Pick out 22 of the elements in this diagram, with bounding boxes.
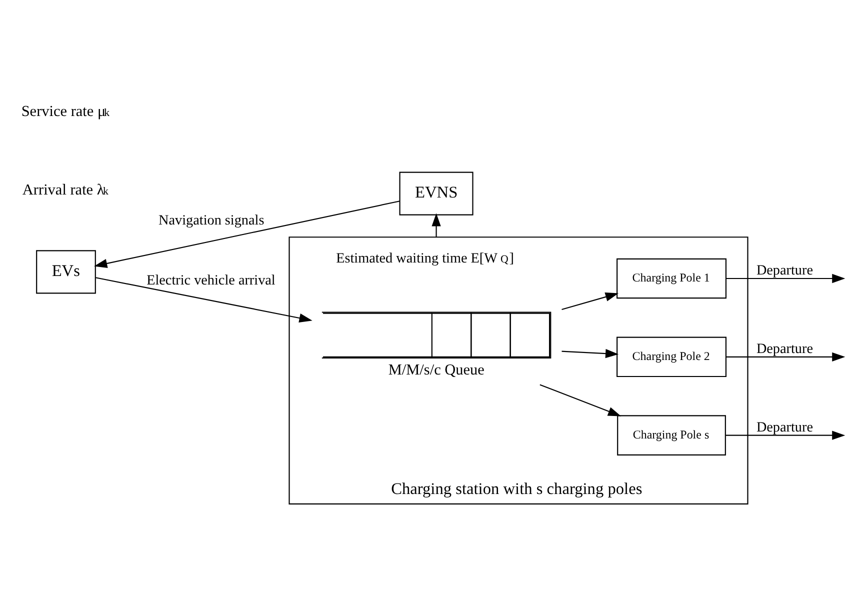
arrow xyxy=(540,384,622,416)
arrow xyxy=(562,292,619,310)
node-box: EVNS xyxy=(399,171,474,215)
node-box: Charging Pole 1 xyxy=(616,258,726,298)
arrow xyxy=(726,273,846,283)
edge-label: Departure xyxy=(756,340,813,356)
arrow xyxy=(726,430,846,440)
arrow xyxy=(96,276,312,322)
arrow xyxy=(94,200,400,268)
arrow xyxy=(562,348,619,358)
edge-label: Departure xyxy=(756,418,813,435)
edge-label: Electric vehicle arrival xyxy=(146,272,276,288)
arrow xyxy=(432,212,441,237)
edge-label: Navigation signals xyxy=(158,212,264,228)
node-box: Charging Pole s xyxy=(617,414,726,455)
label: Service rate μk xyxy=(21,102,110,120)
label: Arrival rate λk xyxy=(22,180,108,198)
node-label: M/M/s/c Queue xyxy=(388,361,484,378)
arrow xyxy=(726,352,846,361)
edge-label: Departure xyxy=(756,262,813,278)
node-box: EVs xyxy=(36,250,96,294)
node-box: Charging Pole 2 xyxy=(616,336,726,377)
